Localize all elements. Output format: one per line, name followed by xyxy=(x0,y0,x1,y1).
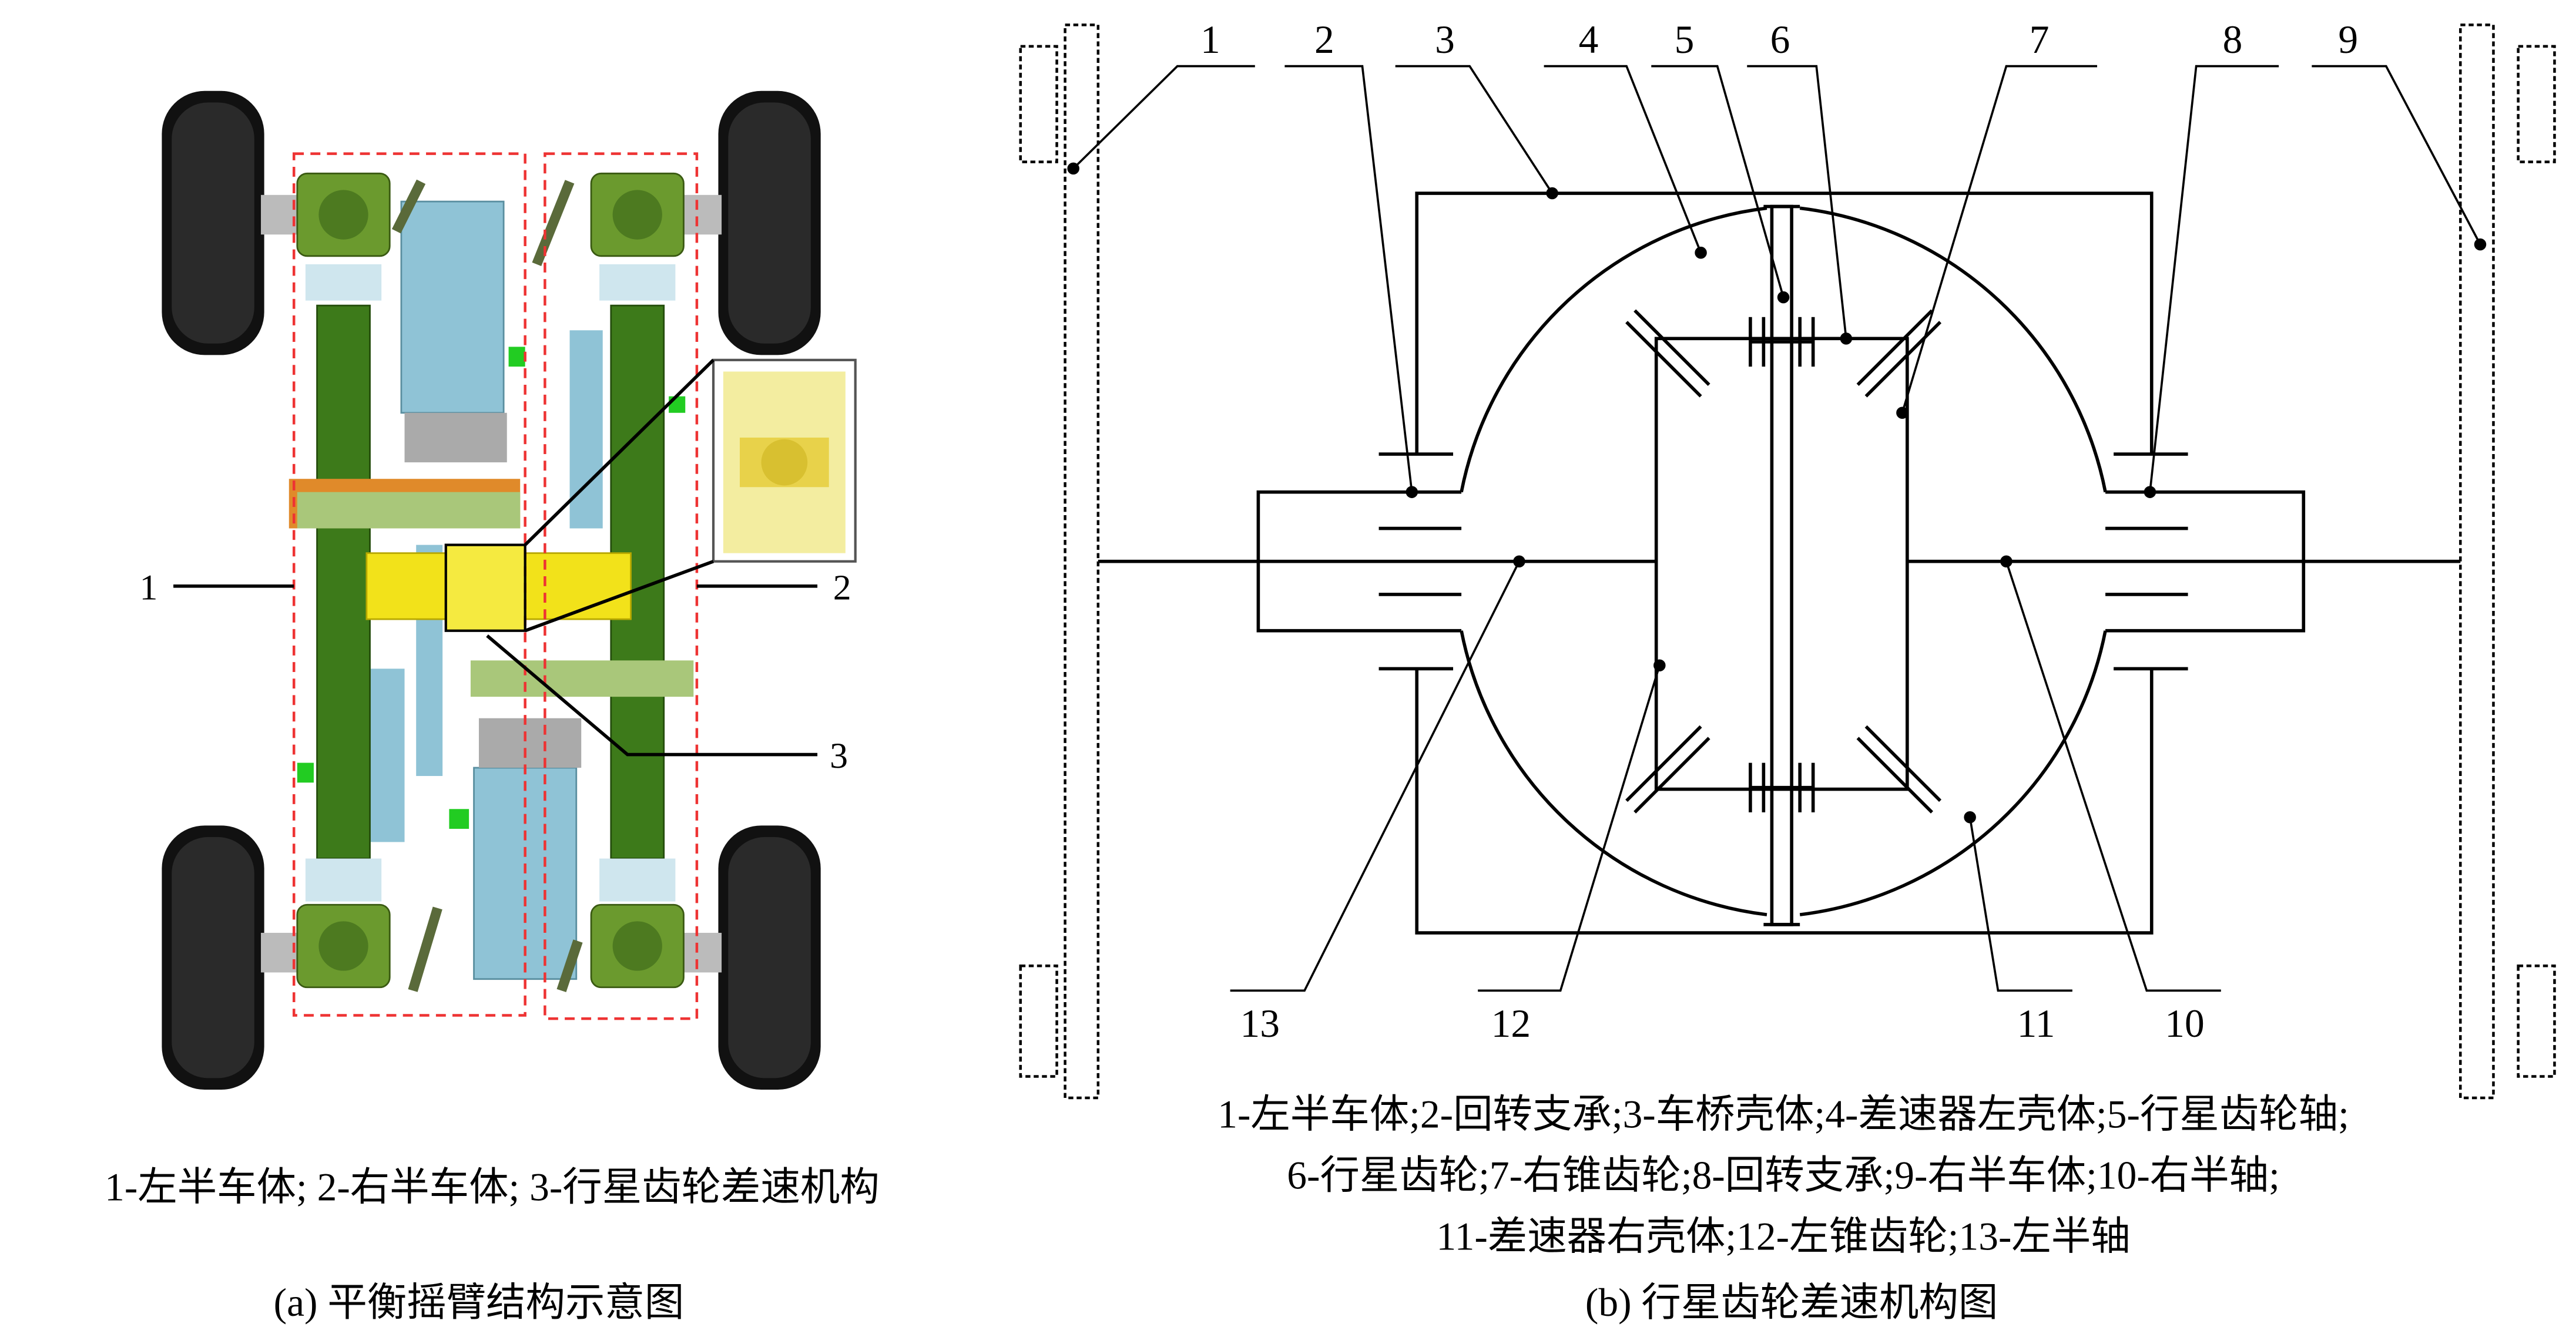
axle-housing xyxy=(1415,191,2154,455)
label-1: 1 xyxy=(139,567,157,607)
right-half-body xyxy=(2459,23,2495,1100)
callout-11: 11 xyxy=(2017,1002,2055,1046)
wheel-rear-left xyxy=(162,825,264,1090)
callout-5: 5 xyxy=(1675,18,1695,62)
wheel-front-right xyxy=(718,90,821,355)
callout-2: 2 xyxy=(1314,18,1334,62)
left-half-body xyxy=(1064,23,1100,1100)
wheel-rear-right xyxy=(718,825,821,1090)
callout-12: 12 xyxy=(1491,1002,1531,1046)
callout-4: 4 xyxy=(1579,18,1599,62)
panel-a-legend: 1-左半车体; 2-右半车体; 3-行星齿轮差速机构 xyxy=(105,1165,880,1209)
callout-9: 9 xyxy=(2338,18,2358,62)
callout-10: 10 xyxy=(2165,1002,2204,1046)
panel-a-caption: (a) 平衡摇臂结构示意图 xyxy=(274,1281,685,1325)
differential-inset xyxy=(444,358,857,633)
panel-b-legend-line-1: 1-左半车体;2-回转支承;3-车桥壳体;4-差速器左壳体;5-行星齿轮轴; xyxy=(1217,1093,2349,1137)
callout-8: 8 xyxy=(2223,18,2243,62)
callout-6: 6 xyxy=(1770,18,1790,62)
wheel-front-left xyxy=(162,90,264,355)
callout-7: 7 xyxy=(2030,18,2050,62)
callout-3: 3 xyxy=(1435,18,1455,62)
panel-a-rocker-model: 1 2 3 1-左半车体; 2-右半车体; 3-行星齿轮差速机构 (a) 平衡摇… xyxy=(105,90,880,1325)
label-3: 3 xyxy=(830,736,848,776)
panel-b-differential-schematic: 1 2 3 4 5 6 7 8 9 13 12 11 10 1-左半车体;2-回… xyxy=(1019,18,2556,1325)
callout-13: 13 xyxy=(1240,1002,1280,1046)
panel-b-legend-line-3: 11-差速器右壳体;12-左锥齿轮;13-左半轴 xyxy=(1436,1215,2130,1259)
callout-1: 1 xyxy=(1200,18,1220,62)
label-2: 2 xyxy=(833,567,851,607)
panel-b-legend-line-2: 6-行星齿轮;7-右锥齿轮;8-回转支承;9-右半车体;10-右半轴; xyxy=(1287,1154,2280,1198)
panel-b-caption: (b) 行星齿轮差速机构图 xyxy=(1585,1281,1998,1325)
